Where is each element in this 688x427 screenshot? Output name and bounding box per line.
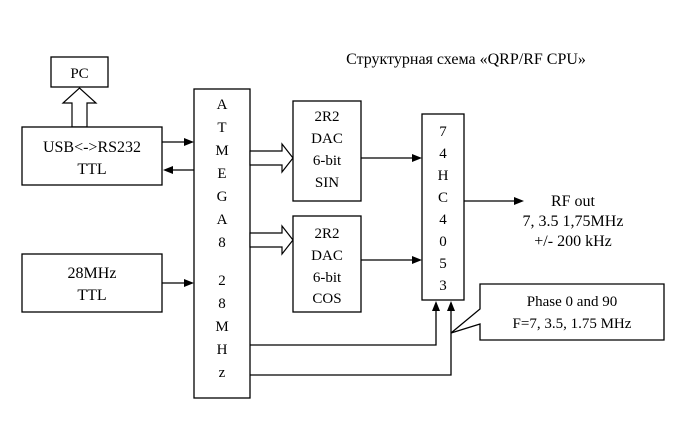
- atmega-label: A T M E G A 8 2 8 M H z: [215, 97, 228, 381]
- mux-letter: C: [438, 190, 448, 206]
- mux-label: 7 4 H C 4 0 5 3: [438, 124, 449, 294]
- rf-out-arrowhead: [514, 197, 524, 205]
- dac-sin-box: [292, 100, 362, 202]
- mux-letter: 7: [439, 124, 447, 140]
- pc-label: PC: [70, 66, 88, 82]
- atmega-letter: E: [217, 166, 226, 182]
- atmega-letter: A: [217, 97, 228, 113]
- mcu-to-mux-control-1-arrowhead: [432, 301, 440, 311]
- phase-callout: [450, 283, 665, 341]
- usb-label-line2: TTL: [77, 161, 106, 178]
- osc-to-mcu-arrowhead: [184, 279, 194, 287]
- atmega-letter: M: [215, 143, 228, 159]
- atmega-box: [193, 88, 251, 399]
- mcu-to-mux-control-2: [250, 310, 452, 376]
- dac-cos-line: 2R2: [314, 226, 339, 242]
- mux-letter: 4: [439, 146, 447, 162]
- dac-sin-line: 6-bit: [313, 153, 342, 169]
- usb-rs232-box: [21, 126, 163, 186]
- mux-box: [421, 113, 465, 301]
- atmega-letter: 8: [218, 296, 226, 312]
- rf-out-freqs: 7, 3.5 1,75MHz: [523, 213, 624, 230]
- dac-sin-line: SIN: [315, 175, 339, 191]
- diagram-title: Структурная схема «QRP/RF CPU»: [346, 51, 586, 68]
- usb-label-line1: USB<->RS232: [43, 139, 141, 156]
- atmega-letter: z: [219, 365, 226, 381]
- mcu-to-mux-control-2-arrowhead: [447, 301, 455, 311]
- mux-letter: 0: [439, 234, 447, 250]
- atmega-letter: M: [215, 319, 228, 335]
- usb-to-pc-arrow: [61, 87, 98, 128]
- atmega-letter: 2: [218, 273, 226, 289]
- pc-box: [50, 56, 109, 88]
- usb-to-mcu-arrowhead: [184, 138, 194, 146]
- mcu-to-mux-control-1: [250, 310, 437, 346]
- mux-letter: 3: [439, 278, 447, 294]
- osc-label-line2: TTL: [77, 287, 106, 304]
- rf-out-label: RF out: [551, 193, 596, 210]
- dac-sin-line: DAC: [311, 131, 343, 147]
- dac-sin-to-mux-arrowhead: [412, 154, 422, 162]
- mcu-to-usb-arrowhead: [163, 166, 173, 174]
- mcu-to-dac-sin-bus-arrow: [249, 142, 294, 174]
- dac-cos-line: COS: [312, 291, 341, 307]
- rf-out-range: +/- 200 kHz: [534, 233, 611, 250]
- atmega-letter: A: [217, 212, 228, 228]
- mux-letter: H: [438, 168, 449, 184]
- phase-callout-line2: F=7, 3.5, 1.75 MHz: [513, 316, 632, 332]
- dac-cos-line: DAC: [311, 248, 343, 264]
- dac-cos-to-mux-arrowhead: [412, 256, 422, 264]
- osc-label-line1: 28MHz: [68, 265, 117, 282]
- phase-callout-line1: Phase 0 and 90: [527, 294, 617, 310]
- dac-cos-line: 6-bit: [313, 270, 342, 286]
- dac-sin-line: 2R2: [314, 109, 339, 125]
- atmega-letter: H: [217, 342, 228, 358]
- atmega-letter: G: [217, 189, 228, 205]
- atmega-letter: T: [217, 120, 226, 136]
- mux-letter: 5: [439, 256, 447, 272]
- oscillator-box: [21, 253, 163, 313]
- atmega-letter: 8: [218, 235, 226, 251]
- mcu-to-dac-cos-bus-arrow: [249, 224, 294, 256]
- dac-cos-box: [292, 215, 362, 313]
- mux-letter: 4: [439, 212, 447, 228]
